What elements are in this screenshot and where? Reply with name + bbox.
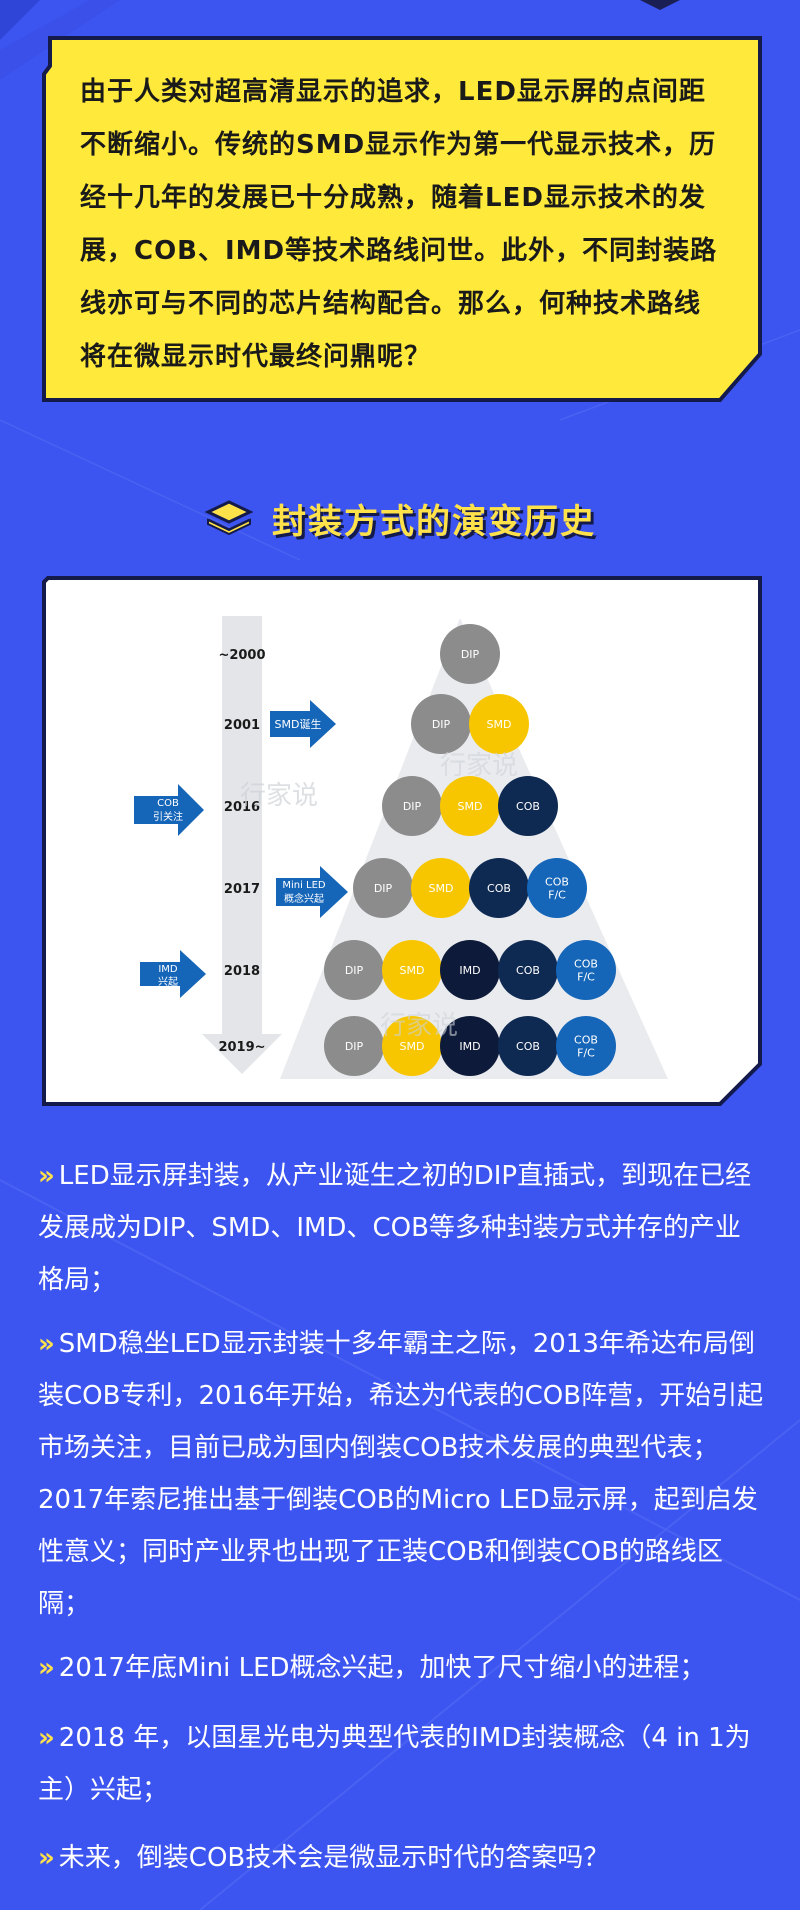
intro-text: 由于人类对超高清显示的追求，LED显示屏的点间距不断缩小。传统的SMD显示作为第… xyxy=(80,77,718,372)
package-circle-smd xyxy=(382,940,442,1000)
paragraph-text: 2018 年，以国星光电为典型代表的IMD封装概念（4 in 1为主）兴起； xyxy=(38,1723,751,1805)
annotation-miniled-label-2: 概念兴起 xyxy=(284,892,324,905)
package-label: F/C xyxy=(548,889,566,902)
package-label: SMD xyxy=(458,800,483,813)
annotation-cob-label-2: 引关注 xyxy=(153,810,183,823)
chevron-icon: » xyxy=(38,1329,55,1359)
timeline-year: 2017 xyxy=(224,882,260,897)
section-title: 封装方式的演变历史 xyxy=(272,501,596,542)
chevron-icon: » xyxy=(38,1723,55,1753)
annotation-miniled-label-1: Mini LED xyxy=(282,880,326,891)
package-label: COB xyxy=(545,876,569,889)
package-label: COB xyxy=(574,1034,598,1047)
package-circle-imd xyxy=(440,1016,500,1076)
timeline-year: 2018 xyxy=(224,964,260,979)
package-label: IMD xyxy=(459,1040,480,1053)
paragraph-text: SMD稳坐LED显示封装十多年霸主之际，2013年希达布局倒装COB专利，201… xyxy=(38,1329,764,1619)
watermark: 行家说 xyxy=(440,751,518,781)
layers-icon xyxy=(204,500,254,536)
package-label: COB xyxy=(487,882,511,895)
package-circle-cob-f-c xyxy=(527,858,587,918)
timeline-year: ~2000 xyxy=(218,648,265,663)
package-label: COB xyxy=(516,964,540,977)
package-label: DIP xyxy=(345,964,364,977)
package-circle-cob xyxy=(498,940,558,1000)
package-label: SMD xyxy=(400,964,425,977)
section-header: 封装方式的演变历史 xyxy=(0,488,800,548)
annotation-imd-label-2: 兴起 xyxy=(158,976,178,988)
package-circle-imd xyxy=(440,940,500,1000)
watermark: 行家说 xyxy=(240,781,318,811)
package-circle-cob-f-c xyxy=(556,1016,616,1076)
annotation-imd: IMD 兴起 xyxy=(140,950,206,998)
package-label: DIP xyxy=(374,882,393,895)
timeline-arrow xyxy=(202,616,282,1074)
package-circle-smd xyxy=(411,858,471,918)
package-label: SMD xyxy=(400,1040,425,1053)
annotation-imd-label-1: IMD xyxy=(158,964,178,975)
package-label: SMD xyxy=(429,882,454,895)
annotation-smd-birth: SMD诞生 xyxy=(270,700,336,748)
package-circle-dip xyxy=(324,1016,384,1076)
package-circle-dip xyxy=(411,694,471,754)
package-circle-cob-f-c xyxy=(556,940,616,1000)
package-circle-dip xyxy=(353,858,413,918)
chevron-icon: » xyxy=(38,1161,55,1191)
diagram-canvas: ~2000 2001 2016 2017 2018 2019~ DIP DIP SMD DIP S… xyxy=(42,576,762,1106)
paragraph-2: »SMD稳坐LED显示封装十多年霸主之际，2013年希达布局倒装COB专利，20… xyxy=(38,1318,764,1630)
timeline-year: 2019~ xyxy=(218,1040,265,1055)
package-circle-dip xyxy=(324,940,384,1000)
timeline-year: 2001 xyxy=(224,718,260,733)
paragraph-4: »2018 年，以国星光电为典型代表的IMD封装概念（4 in 1为主）兴起； xyxy=(38,1712,764,1816)
annotation-cob-label-1: COB xyxy=(157,798,179,809)
package-label: F/C xyxy=(577,1047,595,1060)
chevron-icon: » xyxy=(38,1653,55,1683)
package-label: COB xyxy=(516,800,540,813)
package-circle-smd xyxy=(469,694,529,754)
package-circle-smd xyxy=(440,776,500,836)
package-circle-cob xyxy=(498,1016,558,1076)
watermark: 行家说 xyxy=(380,1011,458,1041)
intro-box-frame xyxy=(42,36,762,402)
package-label: DIP xyxy=(345,1040,364,1053)
package-circle-smd xyxy=(382,1016,442,1076)
package-circle-dip xyxy=(382,776,442,836)
package-label: COB xyxy=(516,1040,540,1053)
package-label: DIP xyxy=(461,648,480,661)
package-circle-dip xyxy=(440,624,500,684)
package-label: COB xyxy=(574,958,598,971)
package-label: DIP xyxy=(432,718,451,731)
paragraph-1: »LED显示屏封装，从产业诞生之初的DIP直插式，到现在已经发展成为DIP、SM… xyxy=(38,1150,764,1306)
intro-box: 由于人类对超高清显示的追求，LED显示屏的点间距不断缩小。传统的SMD显示作为第… xyxy=(40,34,762,402)
chevron-icon: » xyxy=(38,1843,55,1873)
package-label: F/C xyxy=(577,971,595,984)
package-label: DIP xyxy=(403,800,422,813)
package-circle-cob xyxy=(498,776,558,836)
evolution-diagram: ~2000 2001 2016 2017 2018 2019~ DIP DIP SMD DIP S… xyxy=(40,574,764,1110)
package-label: IMD xyxy=(459,964,480,977)
annotation-cob-attention: COB 引关注 xyxy=(134,784,204,836)
paragraph-text: 未来，倒装COB技术会是微显示时代的答案吗？ xyxy=(58,1843,610,1873)
package-circle-cob xyxy=(469,858,529,918)
package-label: SMD xyxy=(487,718,512,731)
paragraph-5: »未来，倒装COB技术会是微显示时代的答案吗？ xyxy=(38,1832,764,1884)
annotation-miniled: Mini LED 概念兴起 xyxy=(276,866,348,918)
timeline-year: 2016 xyxy=(224,800,260,815)
paragraph-3: »2017年底Mini LED概念兴起，加快了尺寸缩小的进程； xyxy=(38,1642,764,1694)
paragraph-text: LED显示屏封装，从产业诞生之初的DIP直插式，到现在已经发展成为DIP、SMD… xyxy=(38,1161,752,1295)
annotation-smd-birth-label: SMD诞生 xyxy=(275,717,322,731)
paragraph-text: 2017年底Mini LED概念兴起，加快了尺寸缩小的进程； xyxy=(58,1653,706,1683)
